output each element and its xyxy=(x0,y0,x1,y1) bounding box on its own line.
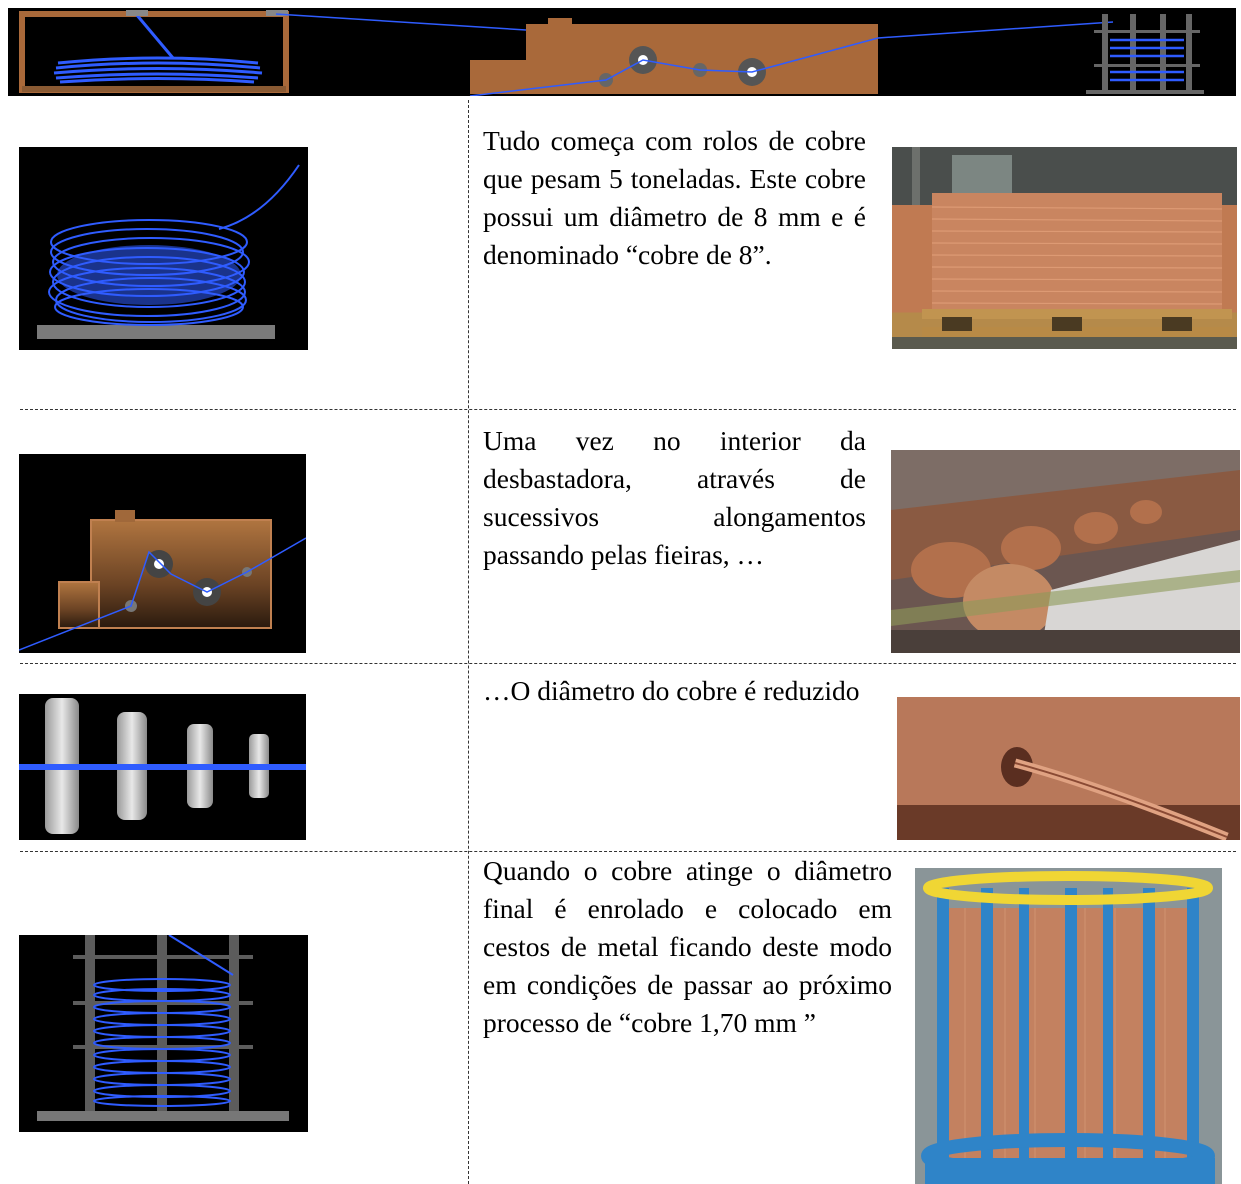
section-2-text: Uma vez no interior da desbastadora, atr… xyxy=(483,425,866,570)
basket-photo xyxy=(915,868,1222,1184)
die-drawing-photo xyxy=(897,697,1240,840)
row-divider xyxy=(20,851,1236,852)
column-divider xyxy=(468,100,469,1184)
desbastadora-photo xyxy=(891,450,1240,653)
section-1-text: Tudo começa com rolos de cobre que pesam… xyxy=(483,125,866,270)
basket-illustration xyxy=(19,935,308,1132)
row-divider xyxy=(20,663,1236,664)
dies-illustration xyxy=(19,694,306,840)
process-overview-banner xyxy=(8,8,1236,96)
coil-illustration xyxy=(19,147,308,350)
section-4-text: Quando o cobre atinge o diâmetro final é… xyxy=(483,855,892,1038)
machine-illustration xyxy=(19,454,306,653)
section-3-text: …O diâmetro do cobre é reduzido xyxy=(483,675,860,706)
row-divider xyxy=(20,409,1236,410)
copper-coil-photo xyxy=(892,147,1237,349)
